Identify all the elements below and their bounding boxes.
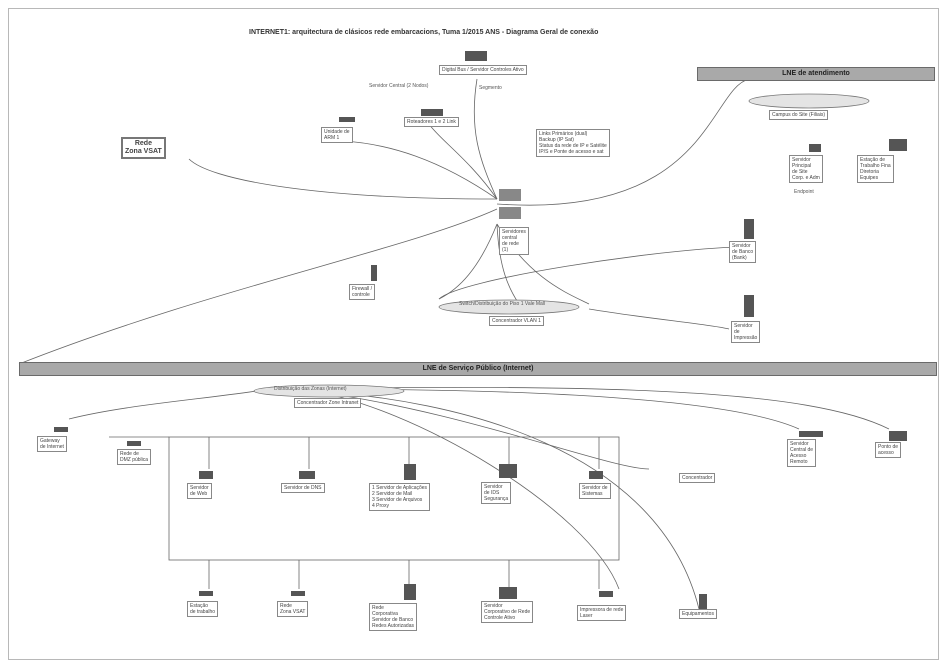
cloud-icon [253,384,405,398]
dns-server-label: Servidor de DNS [281,483,325,493]
tower-icon [371,265,377,281]
diagram-title: INTERNET1: arquitectura de clásicos rede… [249,29,599,36]
workstation-icon [809,144,821,152]
cloud-icon [748,93,870,109]
site-workstation-label: Estação de Trabalho Fina Diretoria Equip… [857,155,894,183]
web-server-label: Servidor de Web [187,483,212,499]
banner-top-right: LNE de atendimento [697,67,935,81]
print-server-label: Servidor de Impressão [731,321,761,343]
router-icon [339,117,355,122]
bank-server-label: Servidor de Banco (Bank) [729,241,757,263]
server-icon [499,464,517,478]
central-servers-label: Servidores central de rede (1) [499,227,529,255]
concentrator-label: Concentrador [679,473,716,483]
tower-icon [744,219,754,239]
banner-middle: LNE de Serviço Público (Internet) [19,362,937,376]
server-icon [404,464,416,480]
equipment-label: Equipamentos [679,609,717,619]
ids-server-label: Servidor de IDS Segurança [481,482,512,504]
printer-icon [599,591,613,597]
internet-gateway-label: Gateway de Internet [37,436,67,452]
systems-server-label: Servidor de Sistemas [579,483,611,499]
firewall-label: Firewall / controle [349,284,376,300]
vsat-zone-label: Rede Zona VSAT [277,601,309,617]
cloud-icon [438,299,580,315]
workstation-icon [889,139,907,151]
printer-icon [589,471,603,479]
diagram-frame: INTERNET1: arquitectura de clásicos rede… [8,8,939,660]
top-server-label: Digital Bus / Servidor Controles Ativo [439,65,527,75]
site-campus-label: Campus do Site (Filiais) [769,110,829,120]
corporate-network-label: Rede Corporativa Servidor de Banco Redes… [369,603,417,631]
tower-icon [744,295,754,317]
server-icon [889,431,907,441]
workstation-label: Estação de trabalho [187,601,219,617]
mid-bar-label: Distribuição das Zonas (Internet) [274,386,347,392]
hub-icon [291,591,305,596]
lower-bar-label: Switch/Distribuição do Piso 1 Vale Mall [459,301,546,307]
router-icon [421,109,443,116]
server-icon [499,207,521,219]
server-icon [404,584,416,600]
corporate-server-label: Servidor Corporativo de Rede Controle At… [481,601,534,623]
hub-icon [127,441,141,446]
vsat-zone-box: Rede Zona VSAT [121,137,166,159]
arm-unit-label: Unidade de ARM 1 [321,127,353,143]
status-list: Links Primários (dual) Backup (IP Sat) S… [536,129,610,157]
tower-icon [699,594,707,609]
lower-caption: Concentrador VLAN 1 [489,316,544,326]
top-caption-a: Servidor Central (2 Nodos) [369,83,429,89]
server-icon [465,51,487,61]
top-caption-b: Segmento [479,85,502,91]
router-caption: Roteadores 1 e 2 Link [404,117,459,127]
access-point-label: Ponto de acesso [875,442,902,458]
printer-icon [299,471,315,479]
router-icon [799,431,823,437]
server-icon [499,189,521,201]
app-servers-label: 1 Servidor de Aplicações 2 Servidor de M… [369,483,431,511]
server-icon [499,587,517,599]
intranet-concentrator: Concentrador Zone Intranet [294,398,362,408]
printer-icon [199,471,213,479]
network-diagram [18,51,907,610]
remote-access-label: Servidor Central de Acesso Remoto [787,439,817,467]
laser-printer-label: Impressora de rede Laser [577,605,627,621]
dmz-label: Rede de DMZ pública [117,449,152,465]
endpoint-caption: Endpoint [794,189,814,195]
hub-icon [54,427,68,432]
hub-icon [199,591,213,596]
site-server-label: Servidor Principal de Site Corp. e Adm [789,155,823,183]
